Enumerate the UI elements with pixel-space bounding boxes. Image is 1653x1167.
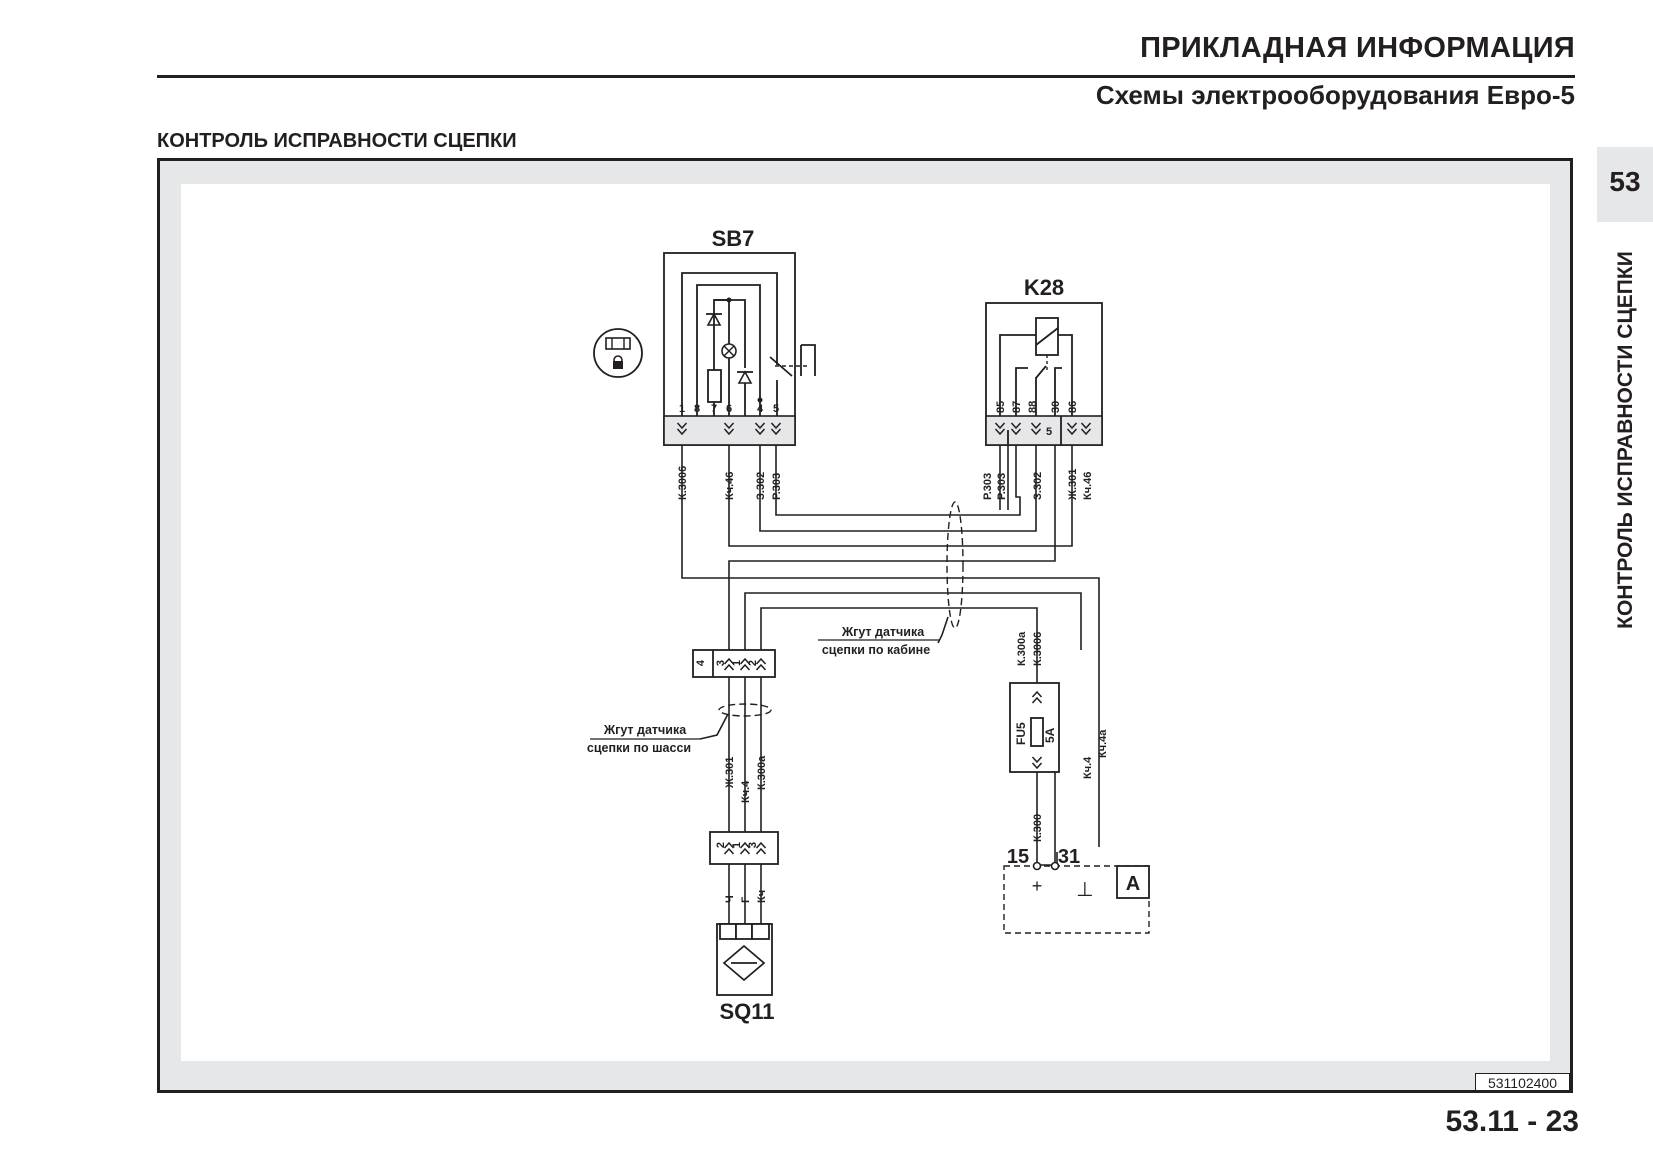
- harness-chassis-line2: сцепки по шасси: [587, 741, 691, 755]
- k28-pin: 85: [995, 401, 1007, 413]
- fu5-fuse: [1009, 682, 1060, 773]
- conn-bottom-pin: 1: [731, 842, 743, 848]
- k28-relay: [985, 302, 1103, 446]
- harness-cab-line2: сцепки по кабине: [822, 643, 930, 657]
- wire-label: Г: [740, 896, 752, 903]
- conn-top-pin: 1: [731, 660, 743, 666]
- wire-label: К.300а: [756, 755, 768, 790]
- ground-sign: ⊥: [1076, 879, 1093, 901]
- wire-label: К.300: [1032, 814, 1044, 842]
- k28-pin: 86: [1067, 401, 1079, 413]
- sq11-sensor: [716, 923, 773, 996]
- side-tab[interactable]: 53: [1597, 147, 1653, 222]
- k28-bridge-label: 5: [1046, 426, 1052, 438]
- wire-label: З.302: [1032, 472, 1044, 500]
- wire-label: К.3006: [1032, 632, 1044, 666]
- wire-label: Кч.46: [1082, 472, 1094, 500]
- wire-label: Кч.46: [724, 472, 736, 500]
- terminal-labels: 15 31 + ⊥: [1007, 846, 1094, 901]
- wire-label: К.3006: [677, 466, 689, 500]
- wire-label: Ж.301: [1067, 469, 1079, 501]
- label-sb7: SB7: [712, 226, 755, 251]
- wire-label: Кч.4а: [1097, 729, 1109, 758]
- wire-label: Р.303: [996, 473, 1008, 500]
- component-labels: SB7 K28 SQ11 А: [712, 226, 1141, 1024]
- fuse-name-label: FU5: [1014, 722, 1028, 745]
- sb7-pin: 6: [726, 403, 732, 415]
- k28-pin-labels: 85 87 88 30 86 5: [995, 401, 1079, 438]
- harness-chassis-line1: Жгут датчика: [603, 723, 687, 737]
- plus-sign: +: [1032, 876, 1043, 896]
- hitch-indicator-icon: [593, 328, 643, 378]
- diagram-plate: [181, 184, 1550, 1061]
- label-consumer: А: [1126, 873, 1140, 895]
- wire-label: Р.303: [982, 473, 994, 500]
- side-tab-number: 53: [1609, 166, 1641, 197]
- consumer-block: [1003, 861, 1150, 934]
- drawing-id: 531102400: [1475, 1073, 1570, 1091]
- label-k28: K28: [1024, 275, 1064, 300]
- sb7-switch: [663, 252, 816, 446]
- conn-top-pin: 3: [715, 660, 727, 666]
- conn-top-pin: 4: [695, 659, 707, 666]
- wire-label: К.300а: [1016, 631, 1028, 666]
- header-title: ПРИКЛАДНАЯ ИНФОРМАЦИЯ: [1140, 32, 1575, 64]
- wire-label: Кч.4: [740, 780, 752, 803]
- header-subtitle: Схемы электрооборудования Евро-5: [1095, 80, 1575, 110]
- sb7-pin: 8: [694, 403, 700, 415]
- section-title: КОНТРОЛЬ ИСПРАВНОСТИ СЦЕПКИ: [157, 130, 517, 152]
- connector-chassis: [692, 649, 776, 678]
- harness-cab-line1: Жгут датчика: [841, 625, 925, 639]
- terminal-15: 15: [1007, 846, 1029, 868]
- header-rule: [157, 75, 1575, 78]
- k28-pin: 87: [1011, 401, 1023, 413]
- connector-sensor: [709, 831, 779, 865]
- sb7-pin: 7: [711, 403, 717, 415]
- k28-pin: 88: [1027, 401, 1039, 413]
- wire-label: Р.303: [771, 473, 783, 500]
- wire-labels: К.3006 Кч.46 З.302 Р.303 Р.303 Р.303 З.3…: [677, 466, 1109, 903]
- connector-pin-labels: 4 3 1 2 2 1 3: [695, 659, 759, 848]
- sb7-pin-labels: 1 8 7 6 4 5: [679, 403, 779, 415]
- conn-bottom-pin: 3: [747, 842, 759, 848]
- fuse-rating-label: 5А: [1043, 727, 1057, 743]
- harness-markers: [699, 501, 964, 740]
- wire-label: Кч: [756, 890, 768, 903]
- sb7-pin: 1: [679, 403, 685, 415]
- conn-top-pin: 2: [747, 660, 759, 666]
- k28-pin: 30: [1050, 401, 1062, 413]
- harness-labels: Жгут датчика сцепки по кабине Жгут датчи…: [587, 625, 940, 755]
- wire-label: Ч: [724, 895, 736, 903]
- sb7-pin: 5: [773, 403, 779, 415]
- wire-label: З.302: [755, 472, 767, 500]
- label-sq11: SQ11: [719, 999, 774, 1024]
- terminal-31: 31: [1058, 846, 1080, 868]
- sb7-pin: 4: [757, 403, 764, 415]
- conn-bottom-pin: 2: [715, 842, 727, 848]
- wire-label: Кч.4: [1082, 756, 1094, 779]
- page-number: 53.11 - 23: [1445, 1105, 1579, 1138]
- wires: [681, 445, 1100, 924]
- wire-label: Ж.301: [724, 757, 736, 789]
